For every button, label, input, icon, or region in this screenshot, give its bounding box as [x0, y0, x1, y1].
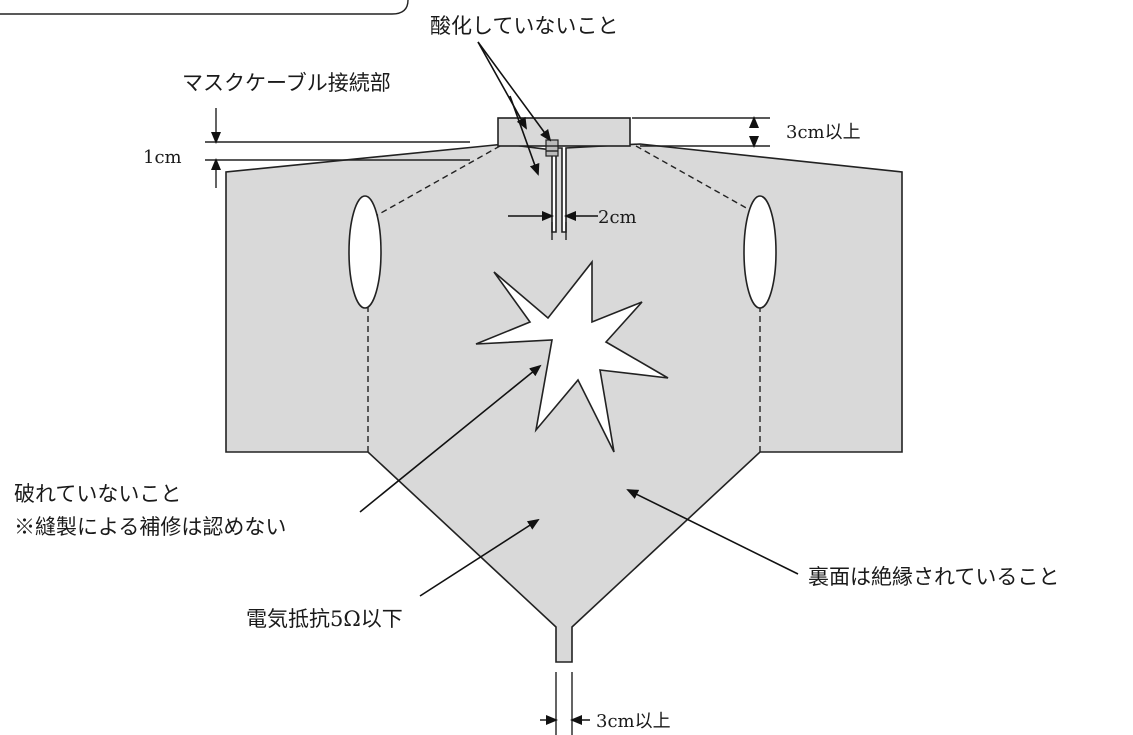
arrow-cable-joint [509, 95, 540, 176]
seam-right [635, 145, 758, 215]
label-1cm: 1cm [143, 147, 182, 168]
label-mask-cable-joint: マスクケーブル接続部 [182, 71, 391, 95]
ear-hole-left [348, 195, 382, 309]
label-2cm: 2cm [598, 207, 637, 228]
label-3cm-top: 3cm以上 [786, 122, 861, 143]
cable-connector [545, 139, 559, 157]
mask-body-left [225, 143, 903, 663]
label-3cm-bottom: 3cm以上 [596, 711, 671, 732]
arrow-resistance [419, 518, 540, 597]
label-not-torn: 破れていないこと [14, 482, 181, 506]
arrow-back-insulated [626, 489, 799, 575]
tear-hole [475, 259, 669, 453]
label-back-insulated: 裏面は絶縁されていること [808, 565, 1059, 589]
arrow-oxidation-2 [477, 41, 552, 142]
arrow-tear [359, 364, 542, 513]
label-no-sewn-repair: ※縫製による補修は認めない [14, 515, 286, 539]
arrow-oxidation-1 [477, 41, 527, 130]
ear-hole-right [743, 195, 777, 309]
frame-corner [0, 0, 409, 15]
label-resistance: 電気抵抗5Ω以下 [246, 607, 403, 631]
seam-left [371, 145, 501, 219]
connector-tab [497, 117, 631, 147]
label-not-oxidized: 酸化していないこと [430, 14, 618, 38]
